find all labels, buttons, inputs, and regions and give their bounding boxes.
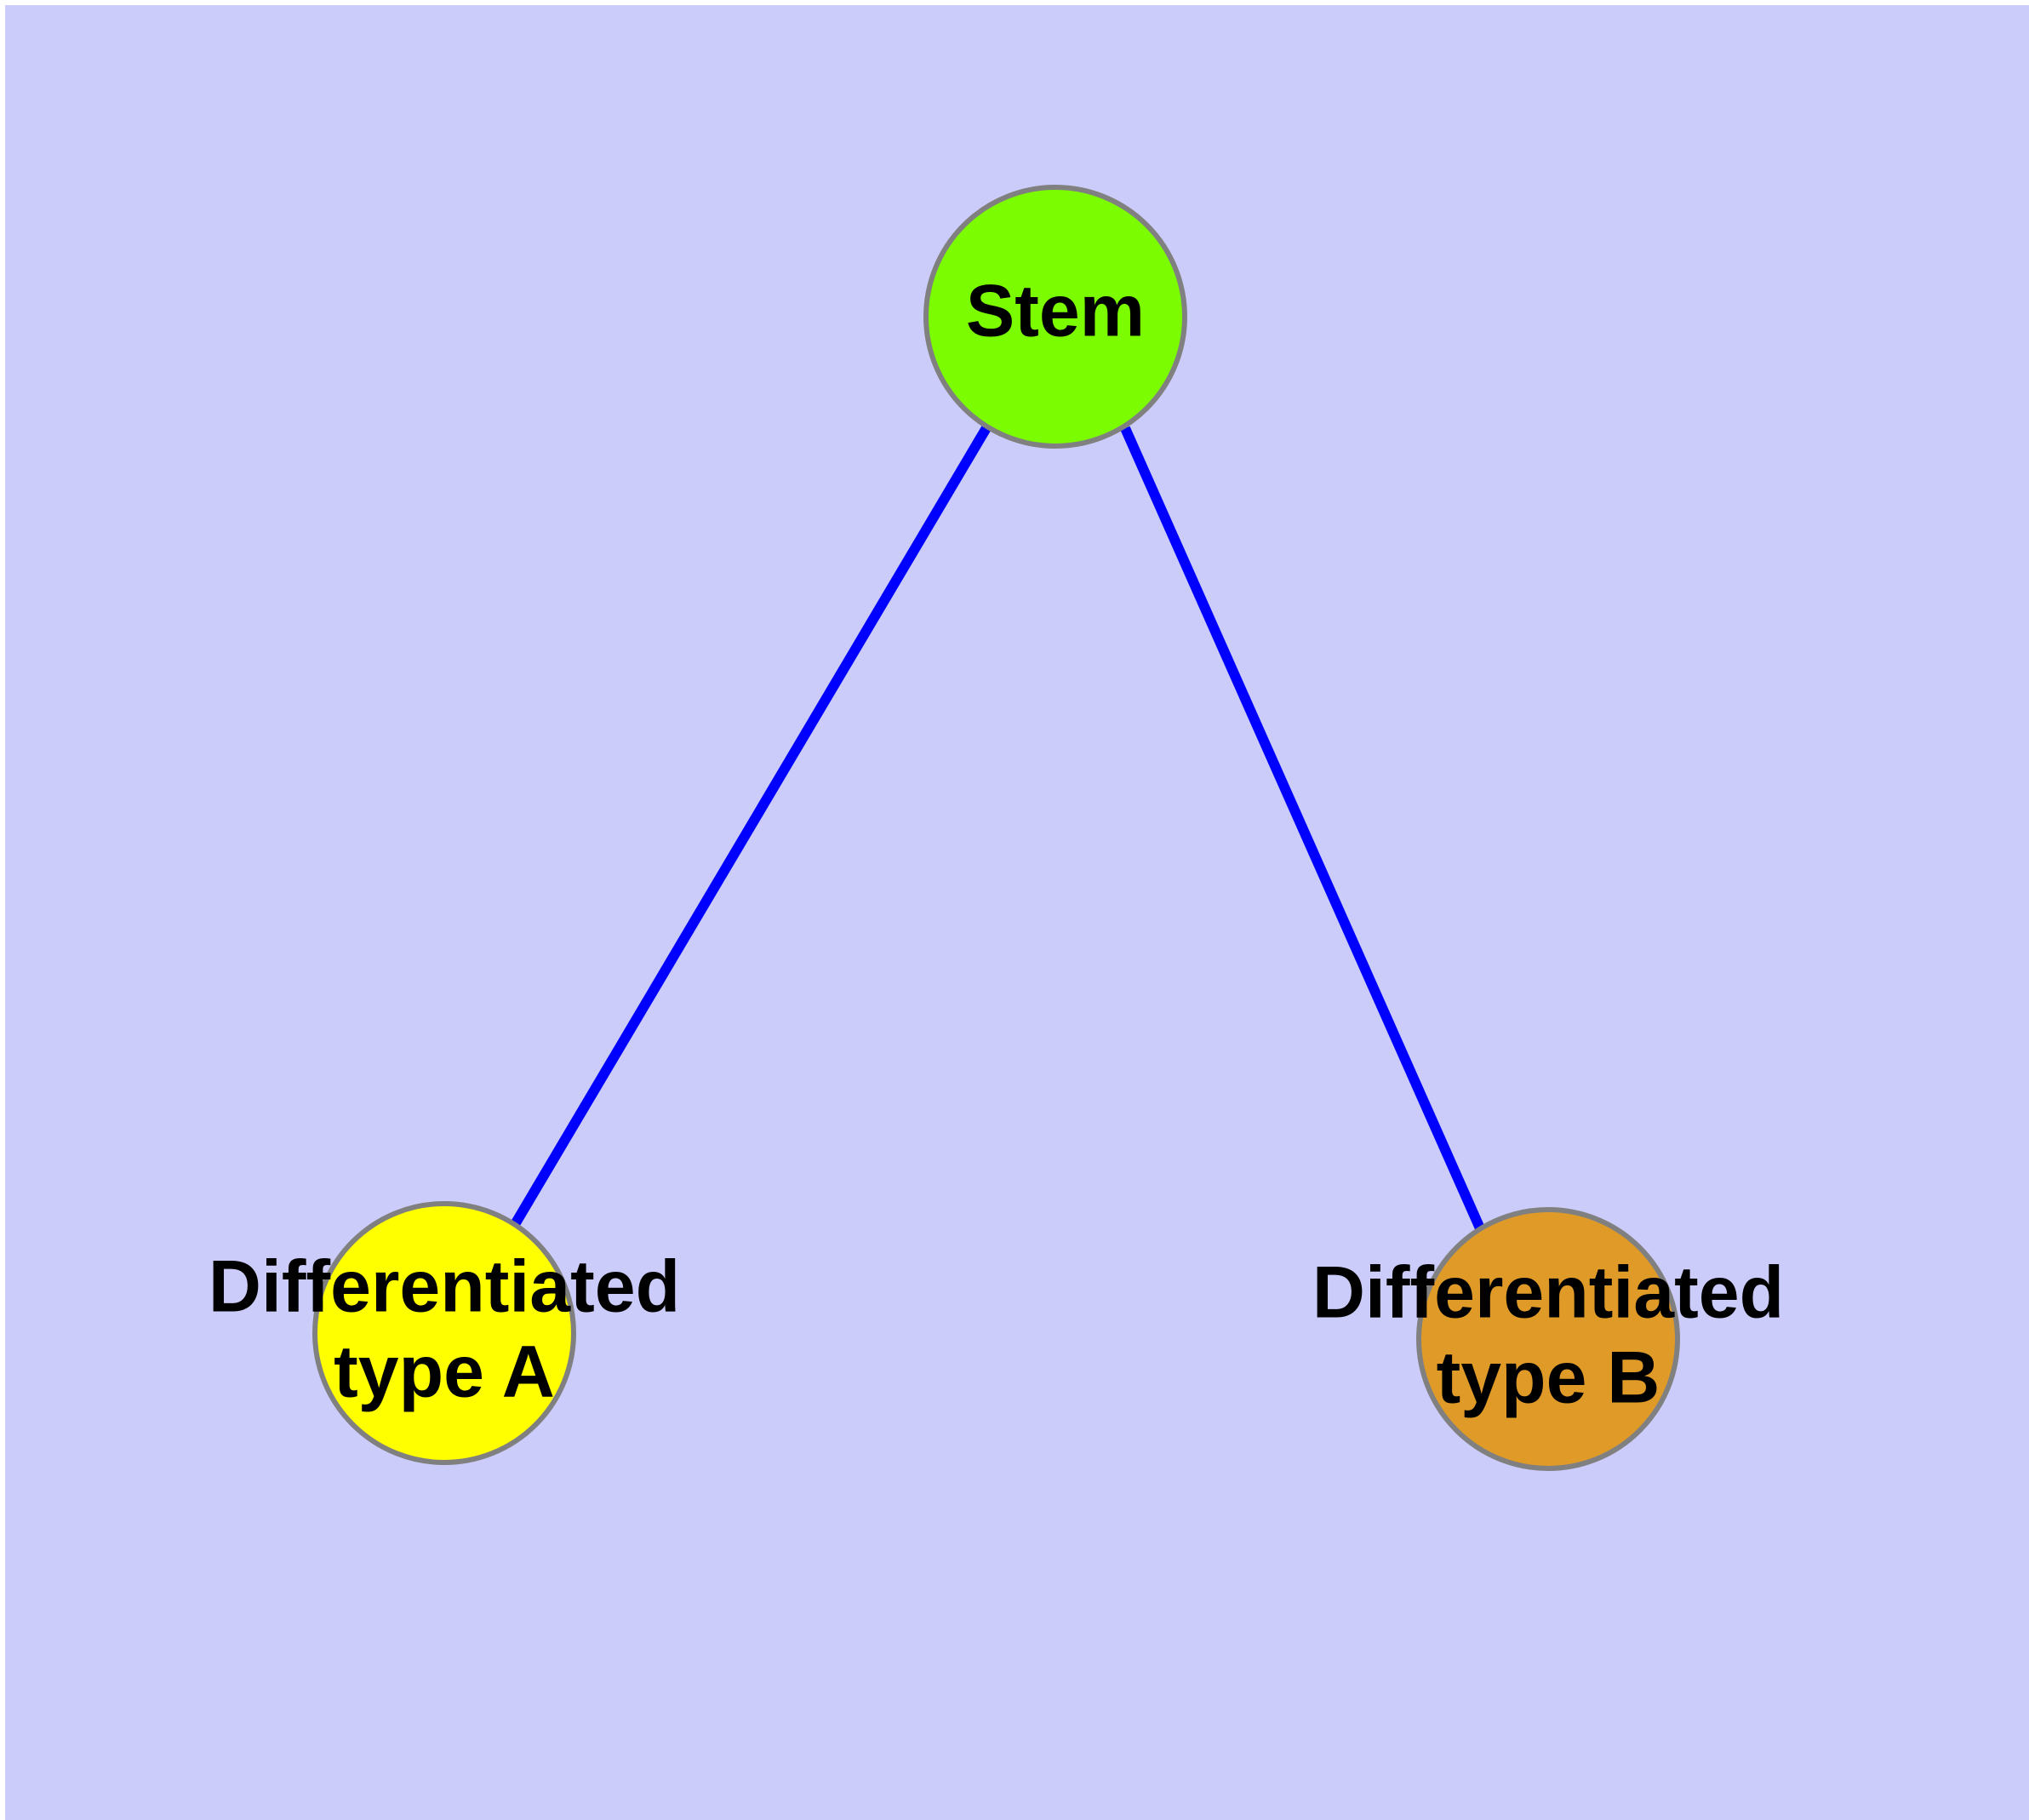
node-differentiated-type-a[interactable] [312,1201,576,1465]
edge-stem-to-differentiated-type-a[interactable] [509,423,992,1229]
edge-stem-to-differentiated-type-b[interactable] [1120,426,1485,1231]
node-stem[interactable] [923,185,1187,449]
node-differentiated-type-b[interactable] [1416,1207,1680,1471]
node-differentiated-type-b-label-line2: type B [1437,1337,1660,1419]
label-layer: Stem Differentiated type A Differentiate… [209,271,1784,1419]
node-layer [312,185,1680,1471]
node-differentiated-type-a-circle[interactable] [312,1201,576,1465]
node-stem-circle[interactable] [923,185,1187,449]
node-stem-label: Stem [966,271,1145,352]
node-differentiated-type-b-label-line1: Differentiated [1312,1252,1784,1334]
node-differentiated-type-b-circle[interactable] [1416,1207,1680,1471]
node-differentiated-type-a-label-line1: Differentiated [209,1246,680,1328]
edge-layer [509,423,1485,1231]
node-differentiated-type-a-label-line2: type A [334,1331,555,1413]
